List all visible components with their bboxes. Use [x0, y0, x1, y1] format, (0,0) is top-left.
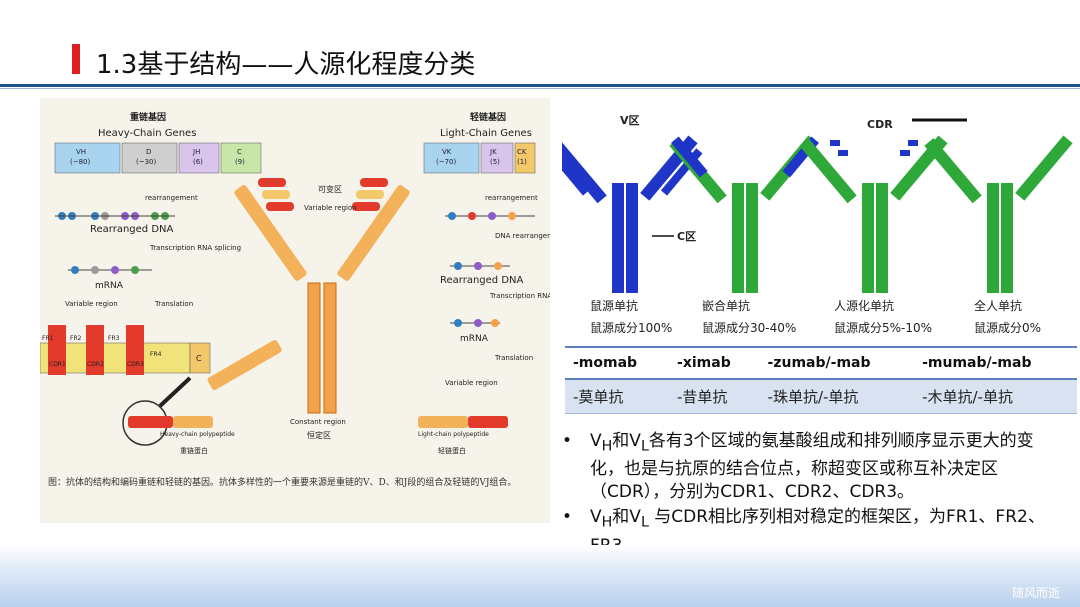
cdr-label: CDR [867, 118, 893, 131]
light-polypeptide: Light-chain polypeptide [418, 431, 489, 438]
humanized-percent: 鼠源成分5%-10% [834, 321, 932, 335]
heavy-polypeptide: Heavy-chain polypeptide [160, 431, 235, 438]
antibody-gene-figure: 重链基因 Heavy-Chain Genes VH (~80) D (~30) … [39, 98, 581, 523]
constant-region-cn: 恒定区 [307, 430, 331, 440]
domain-c: C [196, 354, 202, 363]
heavy-mrna: mRNA [95, 281, 124, 291]
murine-percent: 鼠源成分100% [590, 321, 672, 335]
seg-ck-count: (1) [517, 158, 527, 166]
suffix-header-row: -momab -ximab -zumab/-mab -mumab/-mab [565, 346, 1077, 380]
bullet-dot-icon: • [562, 507, 573, 528]
v-region-label: V区 [620, 114, 640, 127]
light-variable-region-label: Variable region [445, 379, 498, 387]
light-rearranged-dna: Rearranged DNA [440, 275, 523, 286]
domain-fr2: FR2 [70, 335, 82, 342]
seg-vh: VH [76, 148, 86, 156]
light-translation: Translation [494, 354, 533, 362]
heavy-gene-en: Heavy-Chain Genes [98, 128, 196, 139]
seg-vk-count: (~70) [436, 158, 457, 166]
suffix-table: -momab -ximab -zumab/-mab -mumab/-mab -莫… [565, 346, 1077, 414]
heavy-rearranged-dna-beads [55, 212, 175, 220]
domain-fr1: FR1 [42, 335, 54, 342]
domain-fr3: FR3 [108, 335, 120, 342]
heavy-translation: Translation [154, 300, 193, 308]
suffix-header: -mumab/-mab [914, 346, 1077, 380]
suffix-cn-cell: -莫单抗 [565, 379, 670, 414]
variable-region-en: Variable region [304, 204, 357, 212]
seg-jk-count: (5) [490, 158, 500, 166]
light-polypeptide-shape [418, 416, 508, 428]
seg-vh-count: (~80) [70, 158, 91, 166]
suffix-cn-cell: -昔单抗 [669, 379, 760, 414]
heavy-variable-region-label: Variable region [65, 300, 118, 308]
suffix-cn-row: -莫单抗 -昔单抗 -珠单抗/-单抗 -木单抗/-单抗 [565, 379, 1077, 414]
light-dna-rearrangement: DNA rearrangement [495, 232, 550, 240]
light-gene-en: Light-Chain Genes [440, 128, 532, 139]
light-dna-beads [445, 212, 535, 327]
heavy-gene-cn: 重链基因 [130, 111, 166, 123]
bullet-item: •VH和VL各有3个区域的氨基酸组成和排列顺序显示更大的变化，也是与抗原的结合位… [562, 431, 1034, 503]
murine-type: 鼠源单抗 [590, 298, 638, 313]
heavy-mrna-beads [68, 266, 152, 274]
constant-region-en: Constant region [290, 418, 346, 426]
light-mrna: mRNA [460, 334, 489, 344]
light-gene-segments: VK (~70) JK (5) CK (1) [423, 142, 536, 174]
antibody-human [924, 135, 1073, 293]
heavy-rearrangement: rearrangement [145, 194, 198, 202]
human-type: 全人单抗 [974, 298, 1022, 313]
seg-ck: CK [517, 148, 527, 156]
seg-d-count: (~30) [136, 158, 157, 166]
antibody-y-structure [234, 178, 410, 414]
suffix-header: -zumab/-mab [759, 346, 915, 380]
watermark: 随风而逝 [1011, 586, 1060, 600]
light-gene-cn: 轻链基因 [470, 111, 506, 123]
seg-jh: JH [192, 148, 200, 156]
seg-vk: VK [442, 148, 452, 156]
antibody-gene-diagram: 重链基因 Heavy-Chain Genes VH (~80) D (~30) … [39, 111, 581, 488]
seg-jk: JK [489, 148, 497, 156]
suffix-header: -ximab [669, 346, 760, 380]
antibody-humanized [799, 135, 948, 293]
title-divider-thin [0, 88, 1080, 89]
title-accent-bar [72, 44, 80, 74]
light-protein-cn: 轻链蛋白 [438, 446, 466, 455]
domain-cdr2: CDR2 [87, 361, 104, 368]
chimeric-percent: 鼠源成分30-40% [702, 321, 796, 335]
seg-d: D [146, 148, 151, 156]
seg-jh-count: (6) [193, 158, 203, 166]
bullet-list: •VH和VL各有3个区域的氨基酸组成和排列顺序显示更大的变化，也是与抗原的结合位… [560, 430, 1060, 560]
light-rearrangement: rearrangement [485, 194, 538, 202]
domain-cdr1: CDR1 [49, 361, 66, 368]
figure-caption: 图：抗体的结构和编码重链和轻链的基因。抗体多样性的一个重要来源是重链的V、D、和… [48, 478, 517, 488]
heavy-protein-cn: 重链蛋白 [180, 446, 208, 455]
seg-c-count: (9) [235, 158, 245, 166]
c-region-label: C区 [677, 230, 696, 243]
variable-region-cn: 可变区 [318, 184, 342, 194]
humanization-figure: V区 CDR C区 鼠源单抗 鼠源成分100% 嵌合单抗 鼠源成分30-40% … [547, 98, 1080, 344]
seg-c: C [237, 148, 242, 156]
domain-strip: FR1 CDR1 FR2 CDR2 FR3 CDR3 FR4 C [39, 325, 211, 375]
domain-cdr3: CDR3 [127, 361, 144, 368]
heavy-gene-segments: VH (~80) D (~30) JH (6) C (9) [54, 142, 262, 174]
suffix-cn-cell: -珠单抗/-单抗 [759, 379, 915, 414]
humanization-diagram: V区 CDR C区 鼠源单抗 鼠源成分100% 嵌合单抗 鼠源成分30-40% … [547, 114, 1073, 335]
bullet-dot-icon: • [562, 431, 573, 451]
light-transcription: Transcription RNA splicing [489, 292, 550, 300]
antibody-chimeric [669, 135, 819, 293]
humanized-type: 人源化单抗 [834, 298, 894, 313]
title-divider [0, 84, 1080, 87]
chimeric-type: 嵌合单抗 [702, 298, 750, 313]
heavy-transcription: Transcription RNA splicing [149, 244, 241, 252]
slide-title: 1.3基于结构——人源化程度分类 [96, 50, 476, 80]
human-percent: 鼠源成分0% [974, 321, 1041, 335]
bullet-text: 各有3个区域的氨基酸组成和排列顺序显示更大的变化，也是与抗原的结合位点，称超变区… [590, 431, 1034, 503]
suffix-header: -momab [565, 346, 670, 380]
suffix-cn-cell: -木单抗/-单抗 [914, 379, 1077, 414]
domain-fr4: FR4 [150, 351, 162, 358]
footer-band [0, 545, 1080, 607]
heavy-rearranged-dna: Rearranged DNA [90, 224, 173, 235]
